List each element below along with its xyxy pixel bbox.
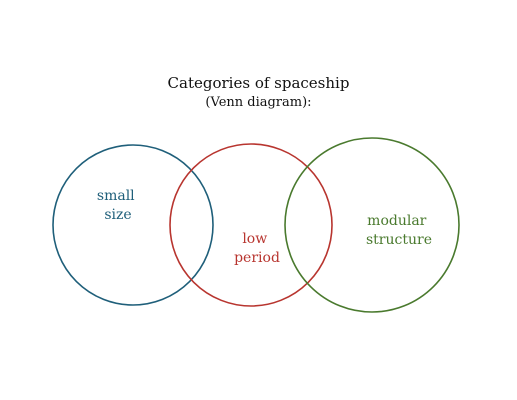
set-label-small-size: small size [97,188,139,223]
set-circle-modular-structure [284,137,460,313]
diagram-subtitle: (Venn diagram): [205,95,312,110]
set-circle-low-period [169,143,333,307]
set-label-low-period: low period [234,231,280,266]
set-circle-small-size [52,144,214,306]
set-label-modular-structure: modular structure [366,213,432,248]
diagram-title: Categories of spaceship [167,74,350,92]
